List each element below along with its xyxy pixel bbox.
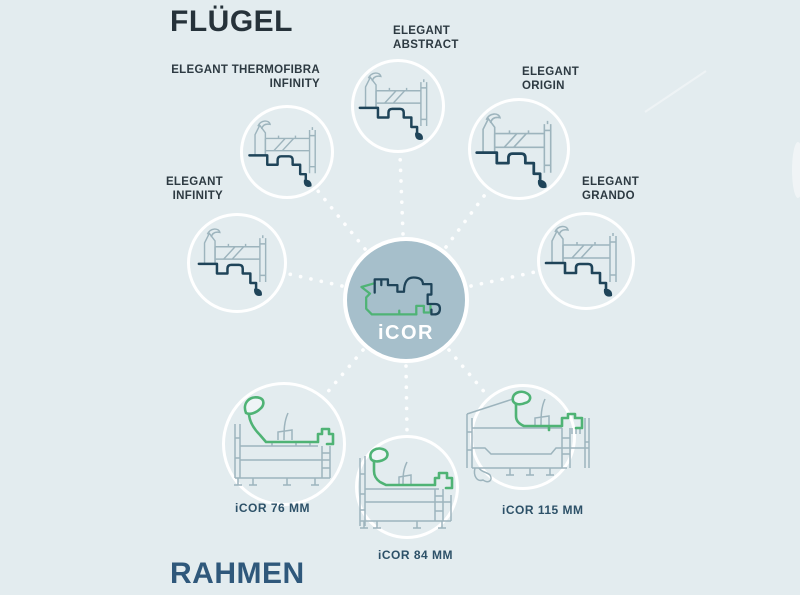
label-icor-84mm: iCOR 84 MM xyxy=(378,548,454,562)
label-line: ELEGANT THERMOFIBRA xyxy=(171,64,320,76)
label-line: INFINITY xyxy=(269,77,320,90)
label-line: GRANDO xyxy=(582,189,635,202)
label-line: ABSTRACT xyxy=(393,38,459,51)
profile-drawing-icor-core xyxy=(360,276,442,316)
node-circle-icor84 xyxy=(355,435,459,539)
background-streaks xyxy=(644,70,800,198)
profile-drawing-icor115 xyxy=(465,390,591,483)
label-line: ELEGANT xyxy=(165,176,223,188)
profile-drawing-grando xyxy=(544,225,618,298)
node-circle-elegant-thermofibra xyxy=(240,105,334,199)
label-elegant-thermofibra: ELEGANT THERMOFIBRA INFINITY xyxy=(171,64,320,91)
profile-drawing-thermofibra xyxy=(248,119,317,189)
label-elegant-infinity: ELEGANT INFINITY xyxy=(166,176,223,203)
node-circle-elegant-infinity xyxy=(187,213,287,313)
profile-drawing-icor84 xyxy=(358,447,454,530)
profile-drawing-icor76 xyxy=(232,396,335,487)
profile-drawing-infinity xyxy=(197,227,267,298)
section-heading-fluegel: FLÜGEL xyxy=(170,5,293,38)
node-circle-elegant-origin xyxy=(468,98,570,200)
label-line: ELEGANT xyxy=(393,25,451,37)
label-elegant-grando: ELEGANT GRANDO xyxy=(582,176,639,203)
center-hub-label: iCOR xyxy=(378,322,434,344)
profile-drawing-origin xyxy=(475,112,553,190)
label-line: ORIGIN xyxy=(522,79,565,92)
profile-drawing-abstract xyxy=(358,71,428,142)
node-circle-elegant-grando xyxy=(537,212,635,310)
label-elegant-origin: ELEGANT ORIGIN xyxy=(522,66,579,93)
label-line: ELEGANT xyxy=(582,176,640,188)
label-icor-115mm: iCOR 115 MM xyxy=(502,503,584,517)
node-circle-icor76 xyxy=(222,382,346,506)
label-line: INFINITY xyxy=(172,189,223,202)
label-line: ELEGANT xyxy=(522,66,580,78)
label-elegant-abstract: ELEGANT ABSTRACT xyxy=(393,25,459,52)
section-heading-rahmen: RAHMEN xyxy=(170,557,305,590)
center-hub-circle xyxy=(343,237,469,363)
node-circle-elegant-abstract xyxy=(351,59,445,153)
label-icor-76mm: iCOR 76 MM xyxy=(235,501,311,515)
